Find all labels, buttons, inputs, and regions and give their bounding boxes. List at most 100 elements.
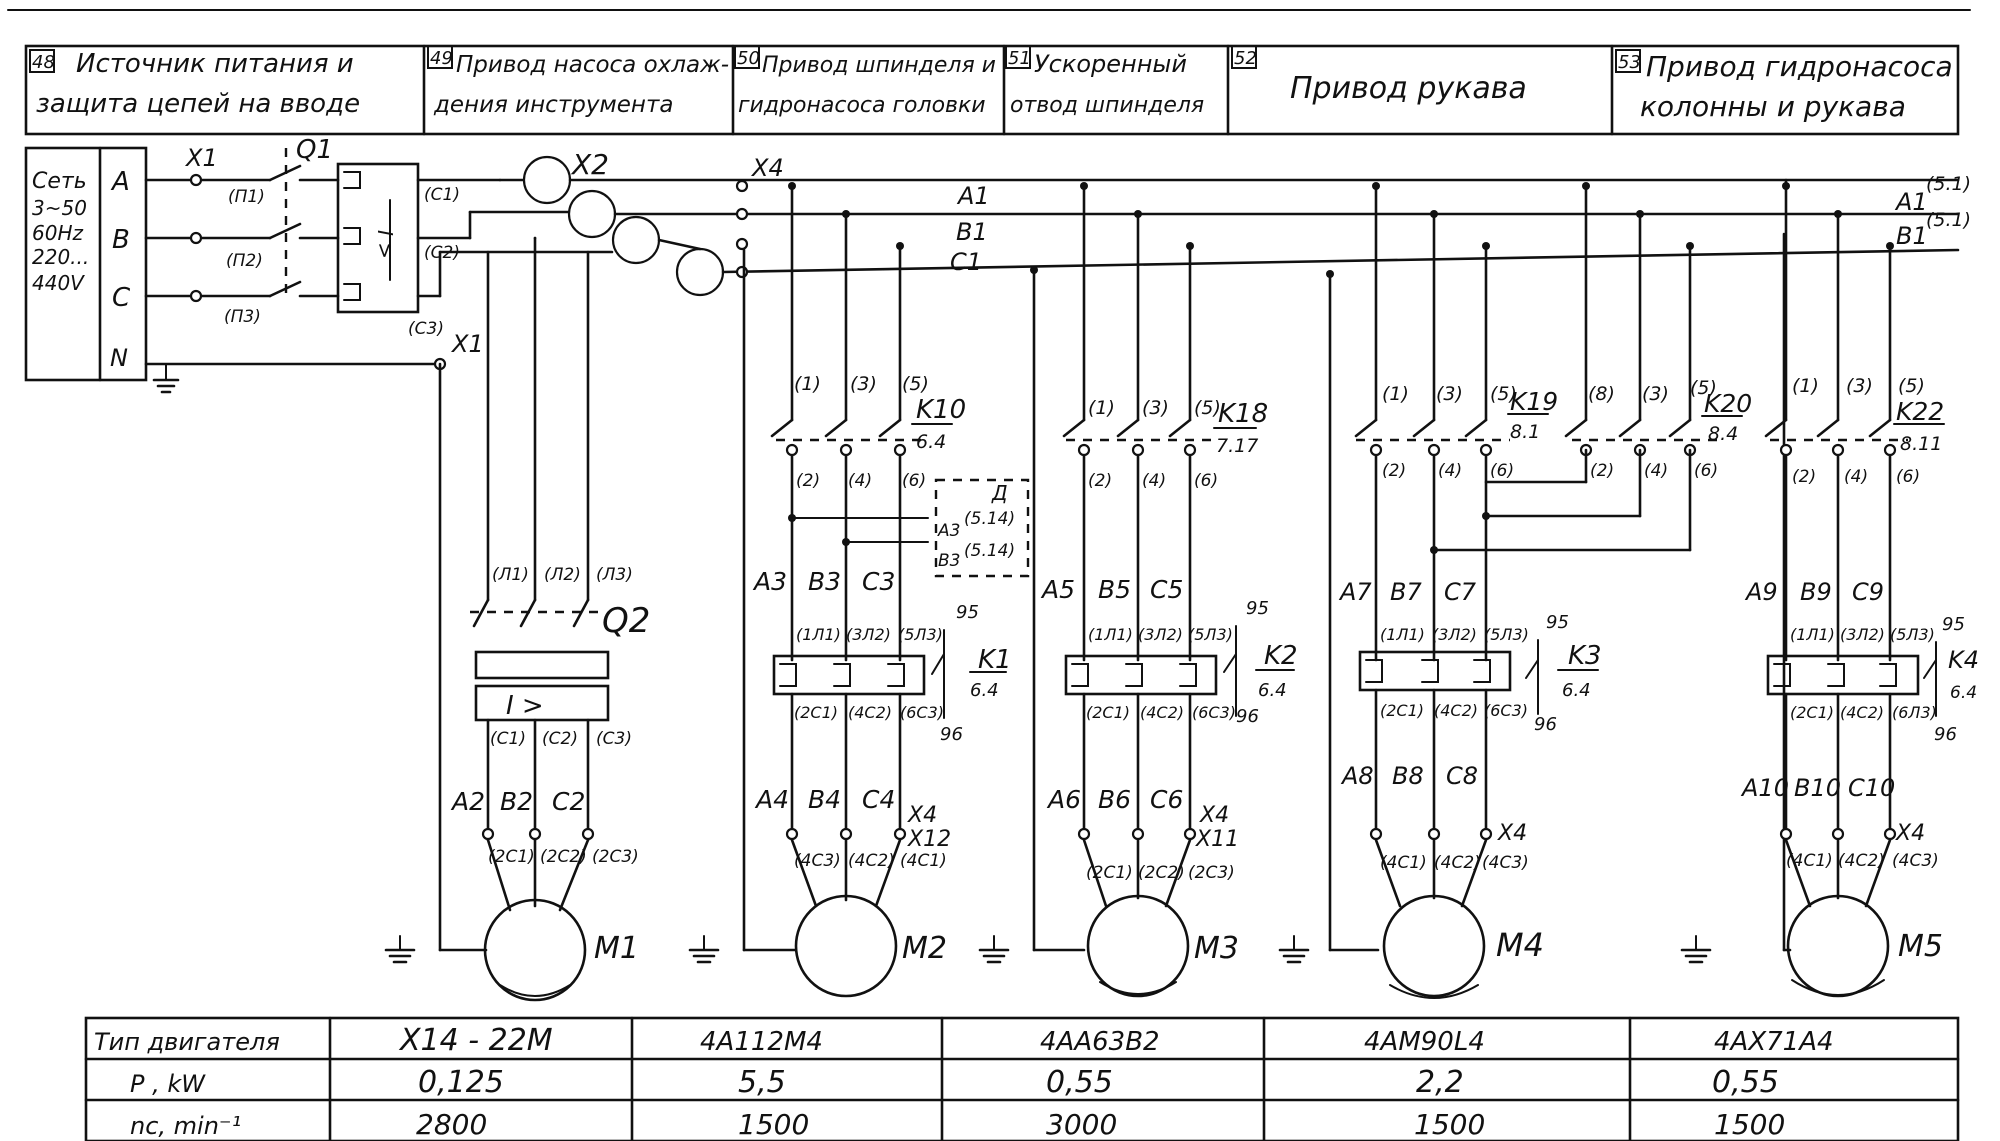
phase-a-label: A [110,167,130,197]
svg-text:(3): (3) [1436,383,1463,405]
svg-text:(2С2): (2С2) [1138,863,1185,883]
svg-text:B8: B8 [1392,762,1424,790]
drive-m4: (1) (3) (5) K19 8.1 (8) (3) (5) K20 8.4 [1278,182,1752,999]
svg-text:(С3): (С3) [596,729,632,749]
table-cell: 4AX71A4 [1714,1027,1834,1057]
section-title-line2: отвод шпинделя [1010,93,1204,118]
svg-text:(1): (1) [1792,375,1819,397]
table-cell: 1500 [1414,1108,1485,1141]
svg-text:(2): (2) [1382,461,1406,481]
table-cell: 2,2 [1416,1065,1464,1100]
svg-text:(1Л1): (1Л1) [796,625,841,644]
svg-text:95: 95 [1942,614,1965,635]
motor-m3-label: M3 [1194,931,1239,966]
svg-text:(3): (3) [850,373,877,395]
svg-text:(4С2): (4С2) [1434,701,1478,720]
phase-b-label: B [112,225,130,255]
svg-text:95: 95 [1546,612,1569,633]
relay-k1-label: K1 [978,645,1012,675]
svg-text:Сеть: Сеть [32,169,87,194]
svg-text:(4С2): (4С2) [848,703,892,722]
svg-text:(4С3): (4С3) [1482,853,1529,873]
svg-text:A5: A5 [1040,575,1075,604]
svg-text:(4С2): (4С2) [1434,853,1481,873]
table-cell: 4A112M4 [700,1027,823,1057]
terminal-x2-label: X2 [570,148,609,181]
drive-m2: (1) (3) (5) K10 6.4 (2) (4) (6) Д А3 В3 … [688,182,1030,998]
svg-text:(2С1): (2С1) [1086,703,1130,722]
neutral-label: N [110,344,128,372]
motor-m1-label: M1 [594,931,639,966]
svg-text:8.4: 8.4 [1708,423,1738,445]
section-title-line2: гидронасоса головки [738,93,986,118]
svg-text:(3): (3) [1846,375,1873,397]
section-number: 48 [32,52,55,73]
svg-text:(1): (1) [1088,397,1115,419]
svg-text:(2): (2) [796,471,820,491]
section-title-line2: дения инструмента [433,92,673,118]
svg-text:440V: 440V [32,271,85,295]
motor-m2-label: M2 [902,931,947,966]
bus-right-label-b1: B1 [1896,222,1928,250]
svg-text:C9: C9 [1852,578,1884,606]
svg-text:(6): (6) [902,471,926,491]
svg-text:8.11: 8.11 [1900,433,1942,455]
svg-text:60Hz: 60Hz [32,221,83,245]
svg-text:B6: B6 [1098,785,1131,814]
table-row-label-power: P , kW [130,1070,206,1098]
svg-text:A6: A6 [1046,785,1081,814]
header-section-48: 48 Источник питания и защита цепей на вв… [29,49,360,119]
bus-right-ref-2: (5.1) [1926,209,1971,231]
svg-text:(3): (3) [1642,383,1669,405]
table-cell: 0,55 [1712,1065,1779,1100]
svg-text:(2С3): (2С3) [1188,863,1235,883]
svg-text:(3): (3) [1142,397,1169,419]
svg-text:(2): (2) [1088,471,1112,491]
svg-text:(5.14): (5.14) [964,541,1015,561]
svg-text:X4: X4 [1895,821,1925,846]
bus-label-c1: C1 [950,248,982,276]
svg-text:(П2): (П2) [226,251,263,271]
svg-text:A2: A2 [450,787,485,816]
table-cell: 5,5 [738,1065,786,1100]
svg-text:(Л1): (Л1) [492,565,529,585]
svg-text:(2): (2) [1590,461,1614,481]
breaker-q1-label: Q1 [296,135,333,165]
svg-text:8.1: 8.1 [1510,421,1540,443]
overload-label: I > [506,691,544,721]
table-cell: 4AA63B2 [1040,1027,1160,1057]
neutral-ground: X1 [144,330,488,952]
header-section-49: 49 Привод насоса охлаж- дения инструмент… [427,45,729,118]
drive-m1: (Л1) (Л2) (Л3) Q2 I > (С1) (С2) (С3) A2 … [384,236,650,1002]
svg-text:96: 96 [1534,714,1557,735]
header-title-block [7,9,1971,136]
breaker-q2-label: Q2 [602,601,650,641]
header-section-52: 52 Привод рукава [1231,45,1527,106]
section-title-line1: Привод шпинделя и [762,53,996,78]
aux-d-label: Д [991,481,1008,505]
svg-text:C3: C3 [862,567,895,596]
svg-text:6.4: 6.4 [1950,683,1977,703]
svg-text:6.4: 6.4 [1258,680,1287,701]
svg-text:X12: X12 [907,827,951,852]
motor-m5 [1786,894,1890,998]
svg-text:220...: 220... [32,245,89,269]
svg-text:(5): (5) [1690,377,1717,399]
relay-k2-label: K2 [1264,641,1298,671]
header-section-51: 51 Ускоренный отвод шпинделя [1005,45,1204,118]
drive-m5: (1) (3) (5) K22 8.11 (2) (4) (6) A9 B9 C… [1680,178,1979,998]
svg-text:C10: C10 [1848,774,1895,802]
svg-text:(4): (4) [1142,471,1166,491]
svg-text:(6): (6) [1490,461,1514,481]
contactor-k10-label: K10 [916,395,966,425]
svg-text:(С2): (С2) [542,729,578,749]
svg-text:(5Л3): (5Л3) [1890,625,1935,644]
svg-text:96: 96 [940,724,963,745]
svg-text:6.4: 6.4 [916,431,946,453]
contactor-k22-label: K22 [1896,397,1944,426]
svg-text:A8: A8 [1340,762,1374,790]
terminal-x4-label: X4 [750,154,784,182]
svg-text:(5): (5) [902,373,929,395]
svg-text:A10: A10 [1740,774,1789,802]
svg-text:(1): (1) [794,373,821,395]
